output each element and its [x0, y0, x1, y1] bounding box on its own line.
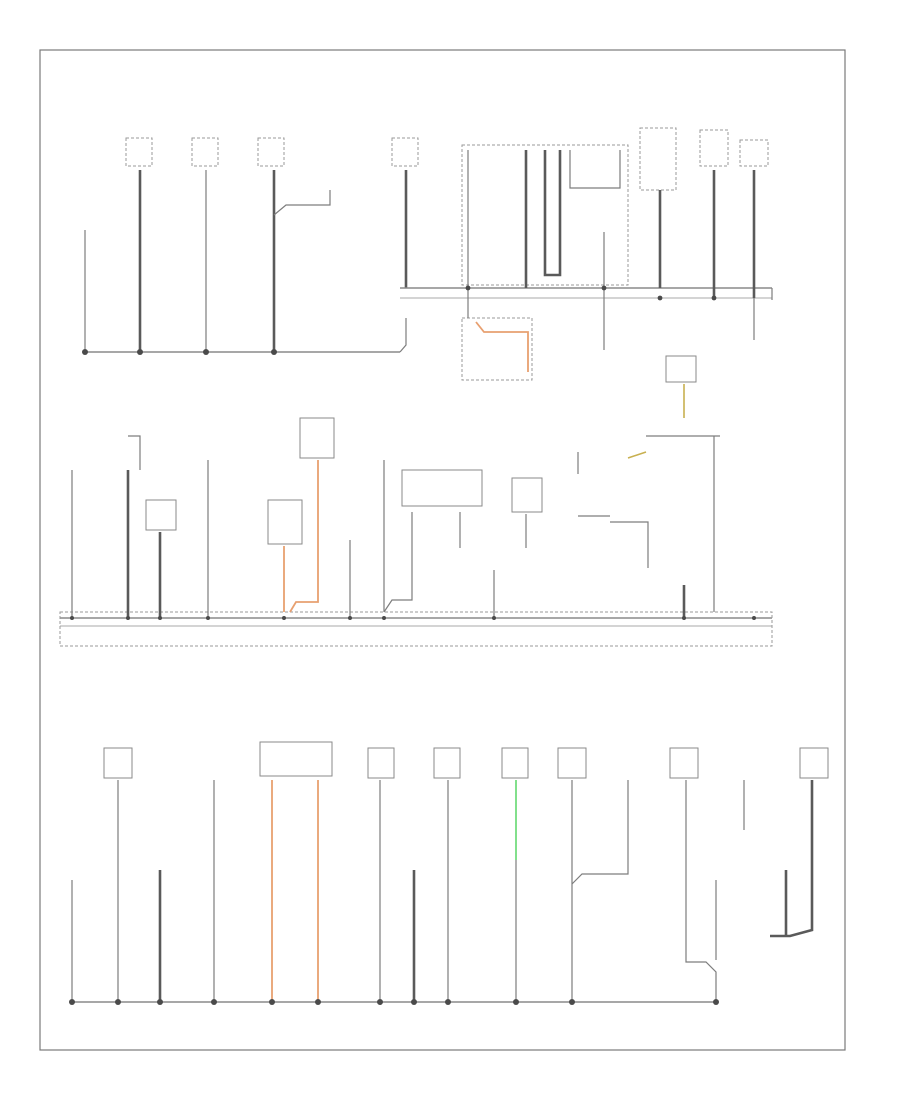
splice-node: [137, 349, 143, 355]
splice-node: [377, 999, 383, 1005]
splice-node: [601, 285, 607, 291]
ground-wire: [543, 150, 562, 277]
component-box: [103, 747, 133, 779]
splice-node: [682, 616, 686, 620]
splice-node: [203, 349, 209, 355]
splice-node: [211, 999, 217, 1005]
ground-wire: [571, 780, 629, 885]
switch-assembly-box: [461, 144, 629, 286]
section-top: [82, 127, 773, 612]
ground-wire: [273, 190, 331, 216]
component-box: [799, 747, 829, 779]
ground-wire: [610, 521, 649, 568]
splice-node: [271, 349, 277, 355]
bus-enclosure: [59, 611, 773, 647]
splice-node: [348, 616, 352, 620]
component-box: [557, 747, 587, 779]
ground-wire: [569, 150, 621, 189]
section-bottom: [69, 741, 829, 1005]
section-middle: [59, 417, 773, 647]
component-box: [191, 137, 219, 167]
splice-node: [713, 999, 719, 1005]
splice-node: [465, 285, 471, 291]
component-box: [501, 747, 529, 779]
splice-node: [513, 999, 519, 1005]
splice-node: [157, 999, 163, 1005]
component-box: [145, 499, 177, 531]
component-box: [639, 127, 677, 191]
splice-node: [382, 616, 386, 620]
component-box: [125, 137, 153, 167]
splice-node: [657, 295, 663, 301]
splice-node: [82, 349, 88, 355]
component-box: [299, 417, 335, 459]
splice-node: [115, 999, 121, 1005]
component-box: [391, 137, 419, 167]
ground-wire: [685, 780, 717, 1002]
component-box: [669, 747, 699, 779]
ground-wire: [128, 435, 141, 470]
diagram-frame: [39, 49, 846, 1051]
ground-wire: [399, 318, 407, 353]
splice-node: [126, 616, 130, 620]
splice-node: [158, 616, 162, 620]
component-box: [511, 477, 543, 513]
ground-wire-orange: [475, 321, 529, 372]
ground-wire-orange: [289, 460, 319, 613]
component-box: [367, 747, 395, 779]
splice-node: [269, 999, 275, 1005]
splice-node: [411, 999, 417, 1005]
splice-node: [206, 616, 210, 620]
component-box: [739, 139, 769, 167]
component-box: [461, 317, 533, 381]
component-box: [665, 355, 697, 383]
component-box: [433, 747, 461, 779]
ground-wire: [770, 780, 814, 938]
component-box: [257, 137, 285, 167]
ground-wire-yellow: [627, 451, 647, 459]
splice-node: [445, 999, 451, 1005]
splice-node: [69, 999, 75, 1005]
splice-node: [711, 295, 717, 301]
splice-node: [752, 616, 756, 620]
component-box: [699, 129, 729, 167]
component-box: [401, 469, 483, 507]
component-box: [267, 499, 303, 545]
ground-wire: [383, 512, 413, 613]
splice-node: [569, 999, 575, 1005]
splice-node: [282, 616, 286, 620]
splice-node: [492, 616, 496, 620]
splice-node: [315, 999, 321, 1005]
splice-node: [70, 616, 74, 620]
component-box: [259, 741, 333, 777]
